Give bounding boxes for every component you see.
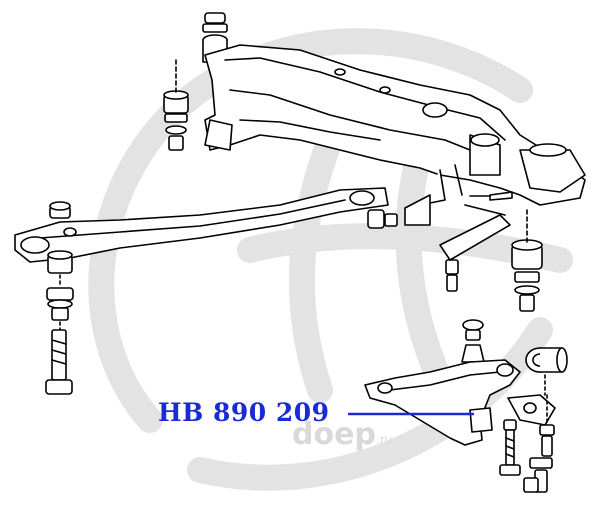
lower-control-arm — [14, 187, 513, 263]
watermark-brand: doep — [292, 417, 376, 452]
watermark-suffix: .ru — [375, 433, 393, 447]
rear-right-mount — [511, 209, 543, 312]
front-wishbone — [364, 359, 521, 446]
wishbone-bracket — [507, 374, 556, 426]
part-number-label: HB 890 209 — [158, 398, 330, 427]
wishbone-bushing — [525, 347, 568, 373]
rear-left-mount — [163, 59, 189, 151]
left-bolt-stack — [45, 250, 74, 395]
subframe-body — [204, 44, 586, 206]
watermark-text: doep.ru — [292, 420, 392, 450]
reaction-bracket — [439, 204, 511, 292]
bottom-bolts — [499, 394, 555, 493]
